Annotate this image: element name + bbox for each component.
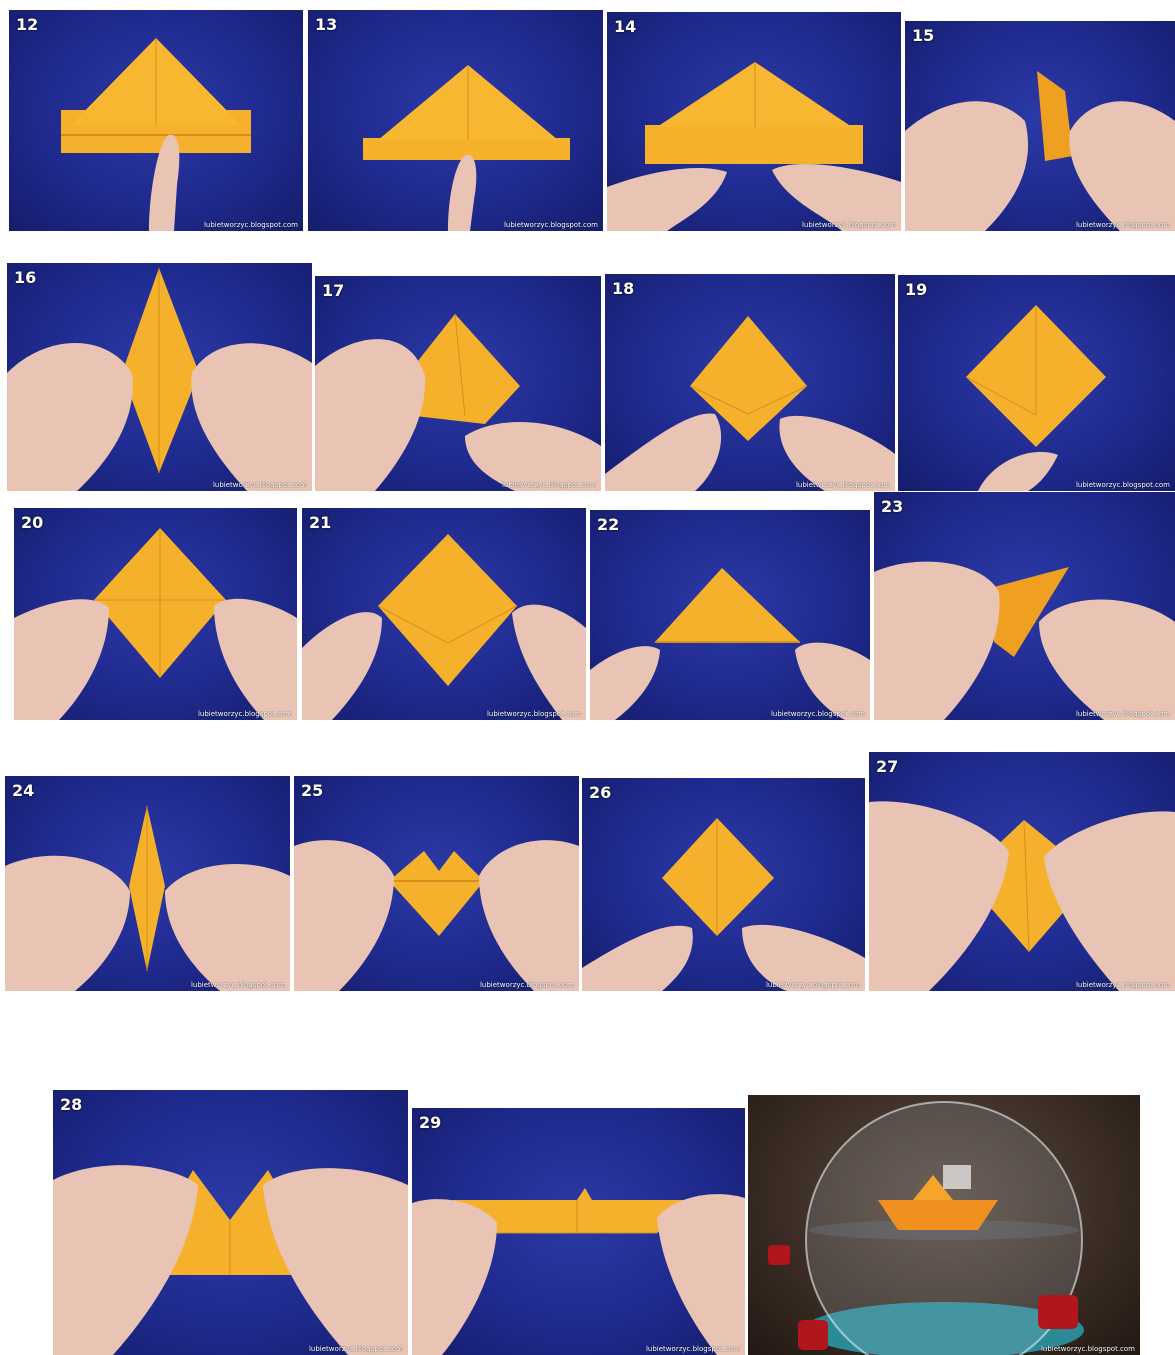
watermark: lubietworzyc.blogspot.com: [504, 221, 598, 229]
photo-step-22: 22 lubietworzyc.blogspot.com: [590, 510, 870, 720]
step-number: 18: [612, 279, 634, 298]
watermark: lubietworzyc.blogspot.com: [204, 221, 298, 229]
photo-step-26: 26 lubietworzyc.blogspot.com: [582, 778, 865, 991]
watermark: lubietworzyc.blogspot.com: [1041, 1345, 1135, 1353]
step-number: 16: [14, 268, 36, 287]
watermark: lubietworzyc.blogspot.com: [1076, 981, 1170, 989]
watermark: lubietworzyc.blogspot.com: [771, 710, 865, 718]
watermark: lubietworzyc.blogspot.com: [802, 221, 896, 229]
photo-step-29: 29 lubietworzyc.blogspot.com: [412, 1108, 745, 1355]
photo-step-21: 21 lubietworzyc.blogspot.com: [302, 508, 586, 720]
step-number: 27: [876, 757, 898, 776]
photo-final-boat-in-bowl: lubietworzyc.blogspot.com: [748, 1095, 1140, 1355]
step-number: 23: [881, 497, 903, 516]
step-number: 25: [301, 781, 323, 800]
step-number: 29: [419, 1113, 441, 1132]
photo-step-19: 19 lubietworzyc.blogspot.com: [898, 275, 1175, 491]
photo-step-12: 12 lubietworzyc.blogspot.com: [9, 10, 303, 231]
photo-step-18: 18 lubietworzyc.blogspot.com: [605, 274, 895, 491]
watermark: lubietworzyc.blogspot.com: [502, 481, 596, 489]
photo-step-24: 24 lubietworzyc.blogspot.com: [5, 776, 290, 991]
step-number: 28: [60, 1095, 82, 1114]
step-number: 20: [21, 513, 43, 532]
watermark: lubietworzyc.blogspot.com: [191, 981, 285, 989]
watermark: lubietworzyc.blogspot.com: [1076, 481, 1170, 489]
watermark: lubietworzyc.blogspot.com: [309, 1345, 403, 1353]
photo-step-28: 28 lubietworzyc.blogspot.com: [53, 1090, 408, 1355]
photo-step-23: 23 lubietworzyc.blogspot.com: [874, 492, 1175, 720]
photo-step-17: 17 lubietworzyc.blogspot.com: [315, 276, 601, 491]
photo-step-27: 27 lubietworzyc.blogspot.com: [869, 752, 1175, 991]
origami-hat-fold-illustration: [9, 10, 303, 231]
watermark: lubietworzyc.blogspot.com: [1076, 710, 1170, 718]
step-number: 24: [12, 781, 34, 800]
watermark: lubietworzyc.blogspot.com: [480, 981, 574, 989]
photo-step-25: 25 lubietworzyc.blogspot.com: [294, 776, 579, 991]
photo-step-20: 20 lubietworzyc.blogspot.com: [14, 508, 297, 720]
photo-step-16: 16 lubietworzyc.blogspot.com: [7, 263, 312, 491]
watermark: lubietworzyc.blogspot.com: [1076, 221, 1170, 229]
step-number: 14: [614, 17, 636, 36]
step-number: 26: [589, 783, 611, 802]
step-number: 12: [16, 15, 38, 34]
step-number: 17: [322, 281, 344, 300]
photo-step-13: 13 lubietworzyc.blogspot.com: [308, 10, 603, 231]
step-number: 19: [905, 280, 927, 299]
step-number: 15: [912, 26, 934, 45]
watermark: lubietworzyc.blogspot.com: [646, 1345, 740, 1353]
photo-step-14: 14 lubietworzyc.blogspot.com: [607, 12, 901, 231]
step-number: 21: [309, 513, 331, 532]
step-number: 22: [597, 515, 619, 534]
watermark: lubietworzyc.blogspot.com: [487, 710, 581, 718]
watermark: lubietworzyc.blogspot.com: [198, 710, 292, 718]
watermark: lubietworzyc.blogspot.com: [213, 481, 307, 489]
watermark: lubietworzyc.blogspot.com: [796, 481, 890, 489]
step-number: 13: [315, 15, 337, 34]
photo-step-15: 15 lubietworzyc.blogspot.com: [905, 21, 1175, 231]
watermark: lubietworzyc.blogspot.com: [766, 981, 860, 989]
